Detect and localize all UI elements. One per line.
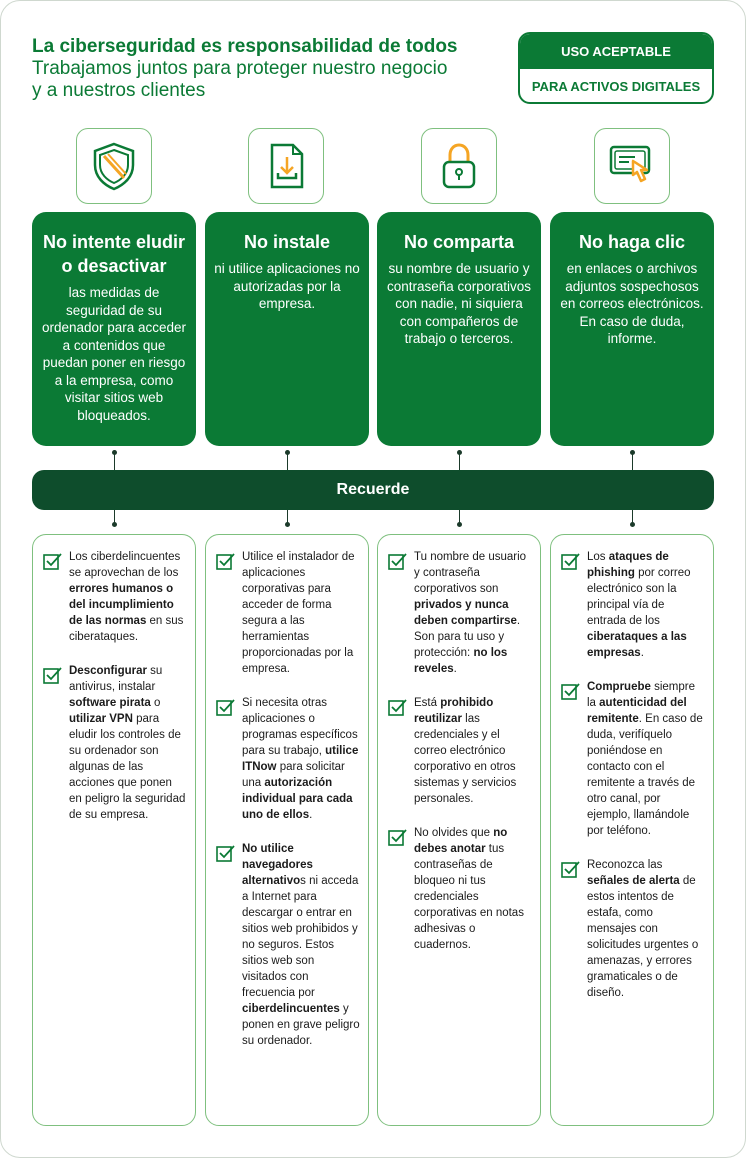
card-text: las medidas de seguridad de su ordenador… bbox=[41, 285, 187, 423]
page-subtitle-line2: y a nuestros clientes bbox=[32, 80, 206, 101]
list-item: Compruebe siempre la autenticidad del re… bbox=[561, 679, 705, 839]
header: La ciberseguridad es responsabilidad de … bbox=[32, 36, 502, 102]
connector-line bbox=[632, 452, 633, 470]
page-subtitle-line1: Trabajamos juntos para proteger nuestro … bbox=[32, 58, 448, 79]
usage-badge: USO ACEPTABLE PARA ACTIVOS DIGITALES bbox=[518, 32, 714, 104]
connector-dot bbox=[457, 522, 462, 527]
connector-dot bbox=[285, 450, 290, 455]
card-no-instale: No instale ni utilice aplicaciones no au… bbox=[205, 212, 369, 446]
connector-dot bbox=[285, 522, 290, 527]
page-title: La ciberseguridad es responsabilidad de … bbox=[32, 36, 458, 57]
list-item: Los ciberdelincuentes se aprovechan de l… bbox=[43, 549, 187, 645]
panel-comparta: Tu nombre de usuario y contraseña corpor… bbox=[377, 534, 541, 1126]
list-item: Reconozca las señales de alerta de estos… bbox=[561, 857, 705, 1001]
badge-top-label: USO ACEPTABLE bbox=[520, 34, 712, 69]
check-icon bbox=[216, 553, 235, 570]
list-item: Tu nombre de usuario y contraseña corpor… bbox=[388, 549, 532, 677]
card-title: No intente eludir o desactivar bbox=[42, 232, 185, 276]
list-item: Utilice el instalador de aplicaciones co… bbox=[216, 549, 360, 677]
connector-line bbox=[459, 452, 460, 470]
list-item: Desconfigurar su antivirus, instalar sof… bbox=[43, 663, 187, 823]
connector-line bbox=[459, 510, 460, 524]
list-item: Los ataques de phishing por correo elect… bbox=[561, 549, 705, 661]
connector-dot bbox=[112, 522, 117, 527]
check-icon bbox=[388, 829, 407, 846]
check-icon bbox=[561, 553, 580, 570]
check-icon bbox=[43, 667, 62, 684]
connector-dot bbox=[630, 450, 635, 455]
list-item: No utilice navegadores alternativos ni a… bbox=[216, 841, 360, 1049]
list-item: Si necesita otras aplicaciones o program… bbox=[216, 695, 360, 823]
connector-line bbox=[287, 452, 288, 470]
badge-bottom-label: PARA ACTIVOS DIGITALES bbox=[531, 79, 701, 94]
check-icon bbox=[561, 861, 580, 878]
check-icon bbox=[43, 553, 62, 570]
card-title: No instale bbox=[243, 232, 331, 252]
shield-slash-icon bbox=[76, 128, 152, 204]
panel-eludir: Los ciberdelincuentes se aprovechan de l… bbox=[32, 534, 196, 1126]
download-document-icon bbox=[248, 128, 324, 204]
panel-instale: Utilice el instalador de aplicaciones co… bbox=[205, 534, 369, 1126]
card-title: No comparta bbox=[403, 232, 515, 252]
list-item: No olvides que no debes anotar tus contr… bbox=[388, 825, 532, 953]
list-item: Está prohibido reutilizar las credencial… bbox=[388, 695, 532, 807]
connector-line bbox=[114, 510, 115, 524]
card-text: ni utilice aplicaciones no autorizadas p… bbox=[214, 261, 360, 311]
check-icon bbox=[561, 683, 580, 700]
connector-dot bbox=[630, 522, 635, 527]
padlock-icon bbox=[421, 128, 497, 204]
check-icon bbox=[216, 845, 235, 862]
connector-dot bbox=[112, 450, 117, 455]
check-icon bbox=[388, 699, 407, 716]
check-icon bbox=[216, 699, 235, 716]
card-no-eludir: No intente eludir o desactivar las medid… bbox=[32, 212, 196, 446]
connector-line bbox=[287, 510, 288, 524]
card-no-haga-clic: No haga clic en enlaces o archivos adjun… bbox=[550, 212, 714, 446]
connector-line bbox=[632, 510, 633, 524]
connector-line bbox=[114, 452, 115, 470]
card-click-icon bbox=[594, 128, 670, 204]
card-title: No haga clic bbox=[578, 232, 686, 252]
panel-haga-clic: Los ataques de phishing por correo elect… bbox=[550, 534, 714, 1126]
card-text: en enlaces o archivos adjuntos sospechos… bbox=[560, 261, 704, 346]
connector-dot bbox=[457, 450, 462, 455]
remember-bar: Recuerde bbox=[32, 470, 714, 510]
check-icon bbox=[388, 553, 407, 570]
card-no-comparta: No comparta su nombre de usuario y contr… bbox=[377, 212, 541, 446]
card-text: su nombre de usuario y contraseña corpor… bbox=[386, 261, 532, 346]
